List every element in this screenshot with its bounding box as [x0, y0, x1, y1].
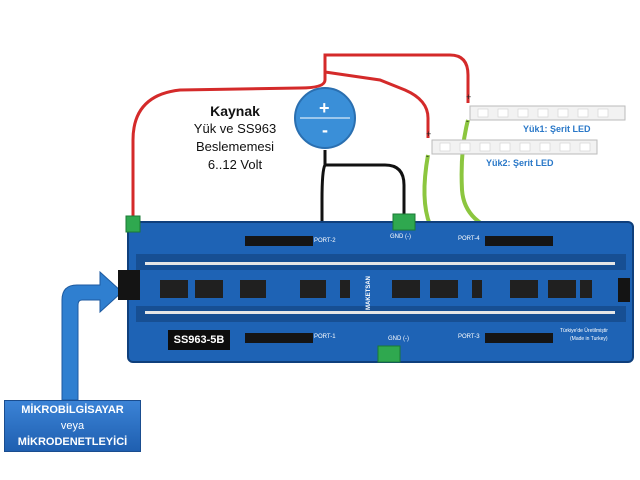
source-label: Kaynak Yük ve SS963 Beslememesi 6..12 Vo…	[175, 102, 295, 174]
gnd-top-label: GND (-)	[390, 234, 411, 240]
mcu-arrow	[61, 270, 123, 401]
terminal-left	[125, 215, 141, 233]
source-line2: Beslememesi	[195, 139, 275, 154]
port2-label: PORT-2	[314, 238, 336, 244]
led-strip-1	[469, 105, 626, 121]
made-line2: (Made in Turkey)	[570, 336, 608, 342]
led1-label: Yük1: Şerit LED	[523, 124, 591, 134]
brand-label: MAKETSAN	[366, 276, 372, 310]
black-wire-gnd-top	[323, 150, 406, 218]
source-title: Kaynak	[210, 103, 260, 119]
mcu-line1: MİKROBİLGİSAYAR	[21, 404, 124, 416]
green-wire-led1	[459, 119, 531, 240]
terminal-gnd-bottom	[377, 345, 401, 363]
gnd-bottom-label: GND (-)	[388, 336, 409, 342]
led2-plus: +	[426, 129, 432, 139]
terminal-gnd-top	[392, 213, 416, 231]
source-plus-sign: +	[319, 98, 330, 118]
source-line3: 6..12 Volt	[207, 157, 263, 172]
port4-label: PORT-4	[458, 236, 480, 242]
led1-minus: -	[466, 116, 469, 126]
source-line1: Yük ve SS963	[193, 121, 277, 136]
led2-label: Yük2: Şerit LED	[486, 158, 554, 168]
board-name: SS963-5B	[168, 330, 230, 350]
red-wire-led1	[323, 53, 470, 103]
red-wire-board	[131, 79, 327, 222]
mcu-line2: veya	[60, 420, 85, 432]
power-source	[294, 87, 356, 149]
red-wire-led2	[323, 70, 430, 138]
led-strip-2	[431, 139, 598, 155]
source-minus-sign: -	[322, 120, 328, 140]
made-line1: Türkiye'de Üretilmiştir	[560, 328, 608, 334]
mcu-line3: MİKRODENETLEYİCİ	[17, 436, 128, 448]
port1-label: PORT-1	[314, 334, 336, 340]
led1-plus: +	[466, 92, 472, 102]
port3-label: PORT-3	[458, 334, 480, 340]
led2-minus: -	[426, 151, 429, 161]
mcu-box: MİKROBİLGİSAYAR veya MİKRODENETLEYİCİ	[4, 400, 141, 452]
